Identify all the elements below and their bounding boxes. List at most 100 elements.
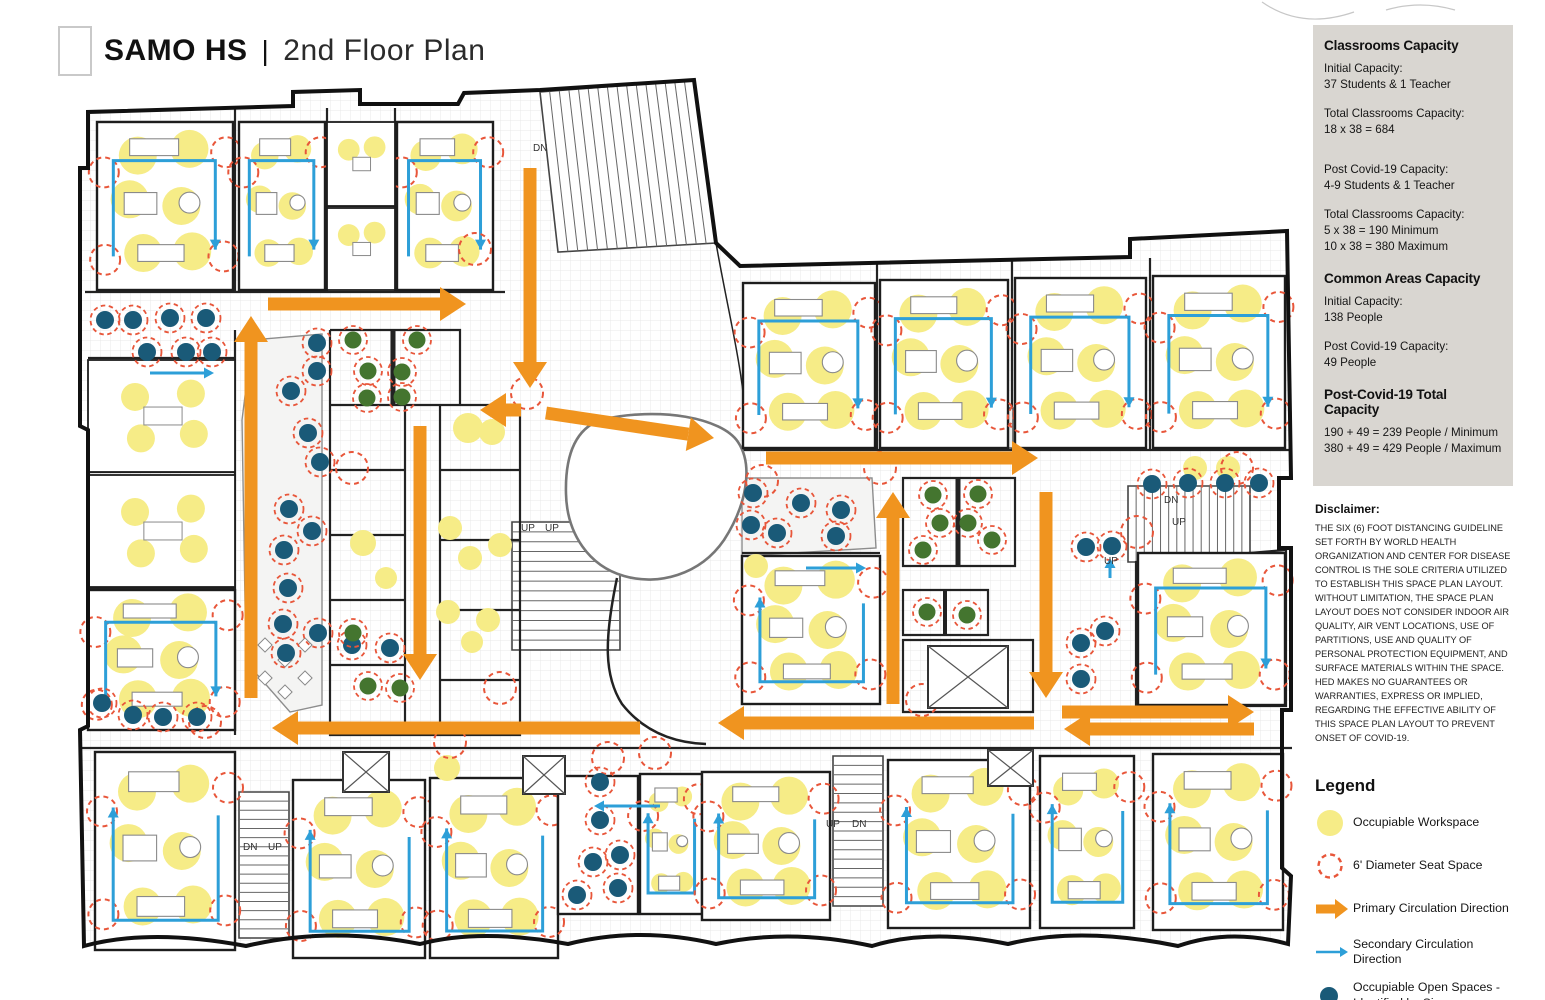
seat-space-circle — [188, 705, 222, 739]
occupiable-workspace — [436, 600, 460, 624]
lounge-table — [277, 684, 293, 700]
capacity-line: 10 x 38 = 380 Maximum — [1324, 239, 1449, 253]
wall — [901, 588, 990, 637]
secondary-circulation-path — [1050, 804, 1125, 904]
seat-space-circle — [1130, 661, 1163, 694]
open-space-occupant — [761, 517, 793, 549]
open-space-occupant — [190, 302, 222, 334]
occupiable-workspace — [337, 138, 360, 161]
occupiable-workspace — [337, 224, 360, 246]
open-space-occupant — [301, 355, 333, 387]
open-space-occupant — [1172, 467, 1204, 499]
capacity-line: Post Covid-19 Capacity: — [1324, 162, 1449, 176]
open-space-occupant — [272, 572, 304, 604]
seat-space-circle — [1260, 769, 1293, 802]
office-room — [326, 121, 396, 207]
stair-direction-label: DN — [243, 842, 257, 853]
lounge-table — [297, 670, 313, 686]
stair — [832, 755, 884, 907]
wall — [330, 328, 462, 405]
stair-direction-label: UP — [1104, 556, 1118, 567]
occupiable-workspace — [1183, 456, 1207, 480]
seat-space-circle — [1006, 401, 1039, 434]
capacity-group: Initial Capacity:37 Students & 1 Teacher — [1324, 61, 1502, 93]
open-space-occupant — [602, 872, 634, 904]
open-space-occupant — [577, 846, 609, 878]
occupiable-workspace — [179, 534, 208, 563]
seat-space-circle — [591, 741, 625, 775]
capacity-group: Post Covid-19 Capacity:4-9 Students & 1 … — [1324, 162, 1502, 194]
capacity-section-title: Post-Covid-19 Total Capacity — [1324, 386, 1447, 417]
restroom-occupant — [908, 535, 938, 565]
seat-space-circle — [335, 451, 369, 485]
open-space-occupant — [304, 446, 336, 478]
elevator — [522, 755, 566, 795]
open-space-occupant — [117, 304, 149, 336]
open-space-occupant — [267, 608, 299, 640]
office-room — [326, 207, 396, 291]
seat-space-circle — [1005, 313, 1038, 345]
classroom — [79, 588, 244, 732]
classroom — [732, 554, 890, 706]
seat-space-circle — [1120, 515, 1154, 549]
elevator — [927, 645, 1009, 709]
classroom — [420, 776, 568, 960]
wall — [901, 638, 1035, 714]
seat-space-circle — [284, 909, 317, 942]
seat-space-circle — [79, 616, 112, 648]
capacity-line: Post Covid-19 Capacity: — [1324, 339, 1449, 353]
seat-space-circle — [421, 909, 454, 942]
seat-space-circle — [734, 402, 767, 435]
occupiable-workspace — [126, 424, 155, 453]
disclaimer: Disclaimer: THE SIX (6) FOOT DISTANCING … — [1313, 502, 1513, 746]
capacity-line: 190 + 49 = 239 People / Minimum — [1324, 425, 1499, 439]
stair — [539, 79, 717, 253]
secondary-circulation-path — [407, 159, 483, 257]
occupiable-workspace — [458, 546, 482, 570]
open-space-occupant — [737, 477, 769, 509]
capacity-line: Total Classrooms Capacity: — [1324, 207, 1465, 221]
open-space-occupant — [1070, 531, 1102, 563]
stair — [238, 791, 290, 939]
occupiable-workspace — [772, 866, 811, 905]
primary-circulation-arrow — [766, 441, 1038, 475]
drawing-title: 2nd Floor Plan — [283, 34, 486, 67]
stair-direction-label: UP — [826, 819, 840, 830]
secondary-circulation-path — [904, 807, 1015, 905]
secondary-circulation-path — [893, 317, 993, 415]
roof-line — [1385, 4, 1456, 11]
seat-space-circle — [732, 584, 765, 617]
restroom-occupant — [402, 325, 432, 355]
seat-space-circle — [89, 243, 122, 276]
secondary-circulation-path — [111, 807, 220, 922]
seat-space-circle — [1144, 882, 1177, 915]
lounge-table — [257, 670, 273, 686]
open-space-occupant — [1096, 530, 1128, 562]
occupiable-workspace — [126, 539, 155, 568]
occupiable-workspace — [438, 516, 462, 540]
classroom — [692, 770, 840, 922]
open-space-occupant — [1136, 468, 1168, 500]
classroom — [385, 120, 505, 292]
title-bar: SAMO HS | 2nd Floor Plan — [58, 26, 485, 76]
seat-space-circle — [472, 136, 505, 169]
stair-direction-label: UP — [1172, 517, 1186, 528]
seat-space-circle — [734, 661, 767, 694]
secondary-circulation-path — [717, 813, 817, 900]
secondary-circulation-arrow — [150, 367, 214, 379]
capacity-section: Post-Covid-19 Total Capacity 190 + 49 = 2… — [1324, 387, 1502, 457]
open-space-occupant — [561, 879, 593, 911]
seat-space-circle — [283, 817, 316, 850]
restroom-occupant — [353, 671, 383, 701]
open-space-occupant — [1209, 467, 1241, 499]
open-space-occupant — [117, 699, 149, 731]
seat-space-circle — [805, 874, 838, 907]
secondary-circulation-path — [111, 159, 217, 257]
secondary-circulation-path — [1168, 803, 1269, 906]
wall — [715, 242, 744, 393]
open-space-occupant — [296, 515, 328, 547]
title-separator: | — [261, 35, 270, 66]
secondary-circulation-path — [757, 319, 860, 415]
occupiable-workspace — [170, 129, 209, 168]
